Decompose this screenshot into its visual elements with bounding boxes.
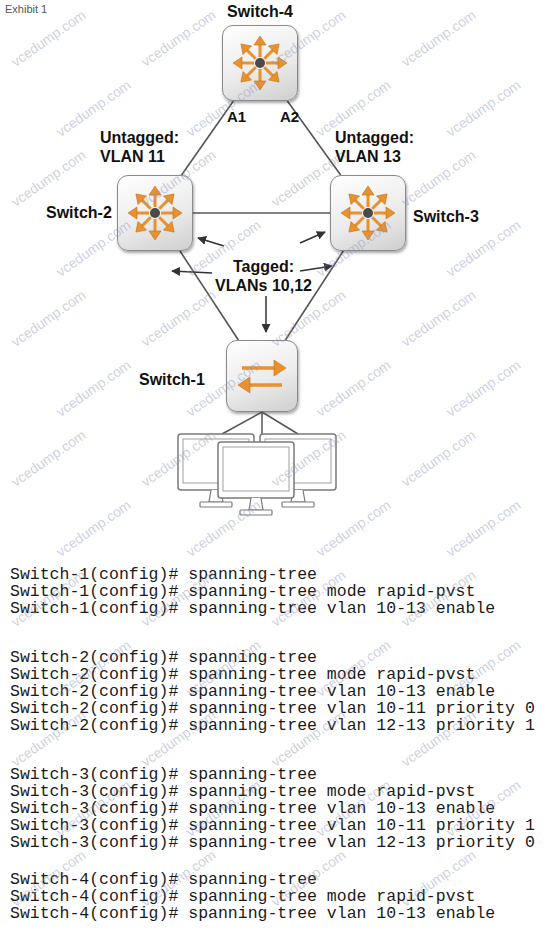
switch-icon [233,36,287,90]
watermark: vcedump.com [8,847,89,911]
watermark: vcedump.com [8,287,89,351]
watermark: vcedump.com [398,847,479,911]
watermark: vcedump.com [138,707,219,771]
watermark: vcedump.com [443,217,524,281]
switch-icon [238,360,286,393]
config-line: Switch-3(config)# spanning-tree mode rap… [10,782,475,802]
watermark: vcedump.com [183,497,264,561]
watermark: vcedump.com [313,77,394,141]
watermark: vcedump.com [398,707,479,771]
config-line: Switch-2(config)# spanning-tree vlan 10-… [10,682,495,702]
exhibit-label: Exhibit 1 [5,3,47,16]
switch-name: Switch-4 [223,3,297,21]
pc-monitor [260,434,336,507]
config-line: Switch-3(config)# spanning-tree [10,765,317,785]
watermark: vcedump.com [183,217,264,281]
switch-box: Switch-4 [222,25,298,101]
host-wire [261,412,263,442]
watermark: vcedump.com [53,497,134,561]
config-line: Switch-1(config)# spanning-tree mode rap… [10,582,475,602]
network-link [287,101,340,175]
network-link [180,251,238,340]
watermark: vcedump.com [443,497,524,561]
config-line: Switch-2(config)# spanning-tree mode rap… [10,665,475,685]
watermark: vcedump.com [183,777,264,841]
switch-box: Switch-2 [117,175,193,251]
vlan-label: Tagged: VLANs 10,12 [211,257,316,295]
watermark: vcedump.com [268,427,349,491]
watermark: vcedump.com [398,427,479,491]
host-wire [262,412,298,434]
watermark: vcedump.com [138,847,219,911]
watermark: vcedump.com [8,427,89,491]
port-label: A2 [280,108,299,126]
pc-monitor [218,442,294,515]
watermark: vcedump.com [443,637,524,701]
watermark: vcedump.com [8,567,89,631]
watermark: vcedump.com [268,707,349,771]
config-line: Switch-2(config)# spanning-tree vlan 10-… [10,699,535,719]
config-line: Switch-3(config)# spanning-tree vlan 10-… [10,816,535,836]
config-line: Switch-2(config)# spanning-tree vlan 12-… [10,716,535,736]
config-line: Switch-1(config)# spanning-tree [10,565,317,585]
link-label: Untagged: VLAN 11 [100,128,200,166]
watermark: vcedump.com [183,637,264,701]
config-line: Switch-2(config)# spanning-tree [10,648,317,668]
watermark: vcedump.com [138,7,219,71]
config-line: Switch-3(config)# spanning-tree vlan 10-… [10,799,495,819]
watermark: vcedump.com [268,567,349,631]
watermark: vcedump.com [53,637,134,701]
callout-arrow [300,266,332,271]
watermark: vcedump.com [138,427,219,491]
host-wire [222,412,262,434]
watermark: vcedump.com [313,357,394,421]
watermark: vcedump.com [8,147,89,211]
watermark: vcedump.com [53,77,134,141]
pc-monitor [178,434,254,507]
watermark: vcedump.com [8,707,89,771]
config-line: Switch-4(config)# spanning-tree mode rap… [10,887,475,907]
watermark: vcedump.com [313,777,394,841]
watermark: vcedump.com [398,7,479,71]
network-link [182,101,234,175]
watermark: vcedump.com [138,287,219,351]
watermark: vcedump.com [138,567,219,631]
watermark: vcedump.com [398,567,479,631]
callout-arrow [172,271,212,273]
switch-name: Switch-1 [139,371,205,389]
config-line: Switch-1(config)# spanning-tree vlan 10-… [10,599,495,619]
switch-name: Switch-2 [46,204,112,222]
config-line: Switch-3(config)# spanning-tree vlan 12-… [10,833,535,853]
switch-icon [341,186,395,240]
switch-box: Switch-3 [330,175,406,251]
callout-arrow [300,232,325,243]
watermark: vcedump.com [313,497,394,561]
link-label: Untagged: VLAN 13 [335,128,435,166]
callout-arrow [198,238,224,246]
callout-arrow [265,296,267,332]
watermark: vcedump.com [53,777,134,841]
switch-icon [128,186,182,240]
switch-name: Switch-3 [413,208,479,226]
switch-box: Switch-1 [226,340,298,412]
watermark: vcedump.com [443,77,524,141]
config-line: Switch-4(config)# spanning-tree vlan 10-… [10,904,495,924]
network-link [193,212,330,214]
watermark: vcedump.com [443,357,524,421]
watermark: vcedump.com [313,637,394,701]
watermark: vcedump.com [398,147,479,211]
watermark: vcedump.com [53,357,134,421]
watermark: vcedump.com [443,777,524,841]
watermark: vcedump.com [398,287,479,351]
port-label: A1 [227,108,246,126]
network-link [285,251,343,340]
config-line: Switch-4(config)# spanning-tree [10,870,317,890]
watermark: vcedump.com [268,847,349,911]
watermark: vcedump.com [8,7,89,71]
